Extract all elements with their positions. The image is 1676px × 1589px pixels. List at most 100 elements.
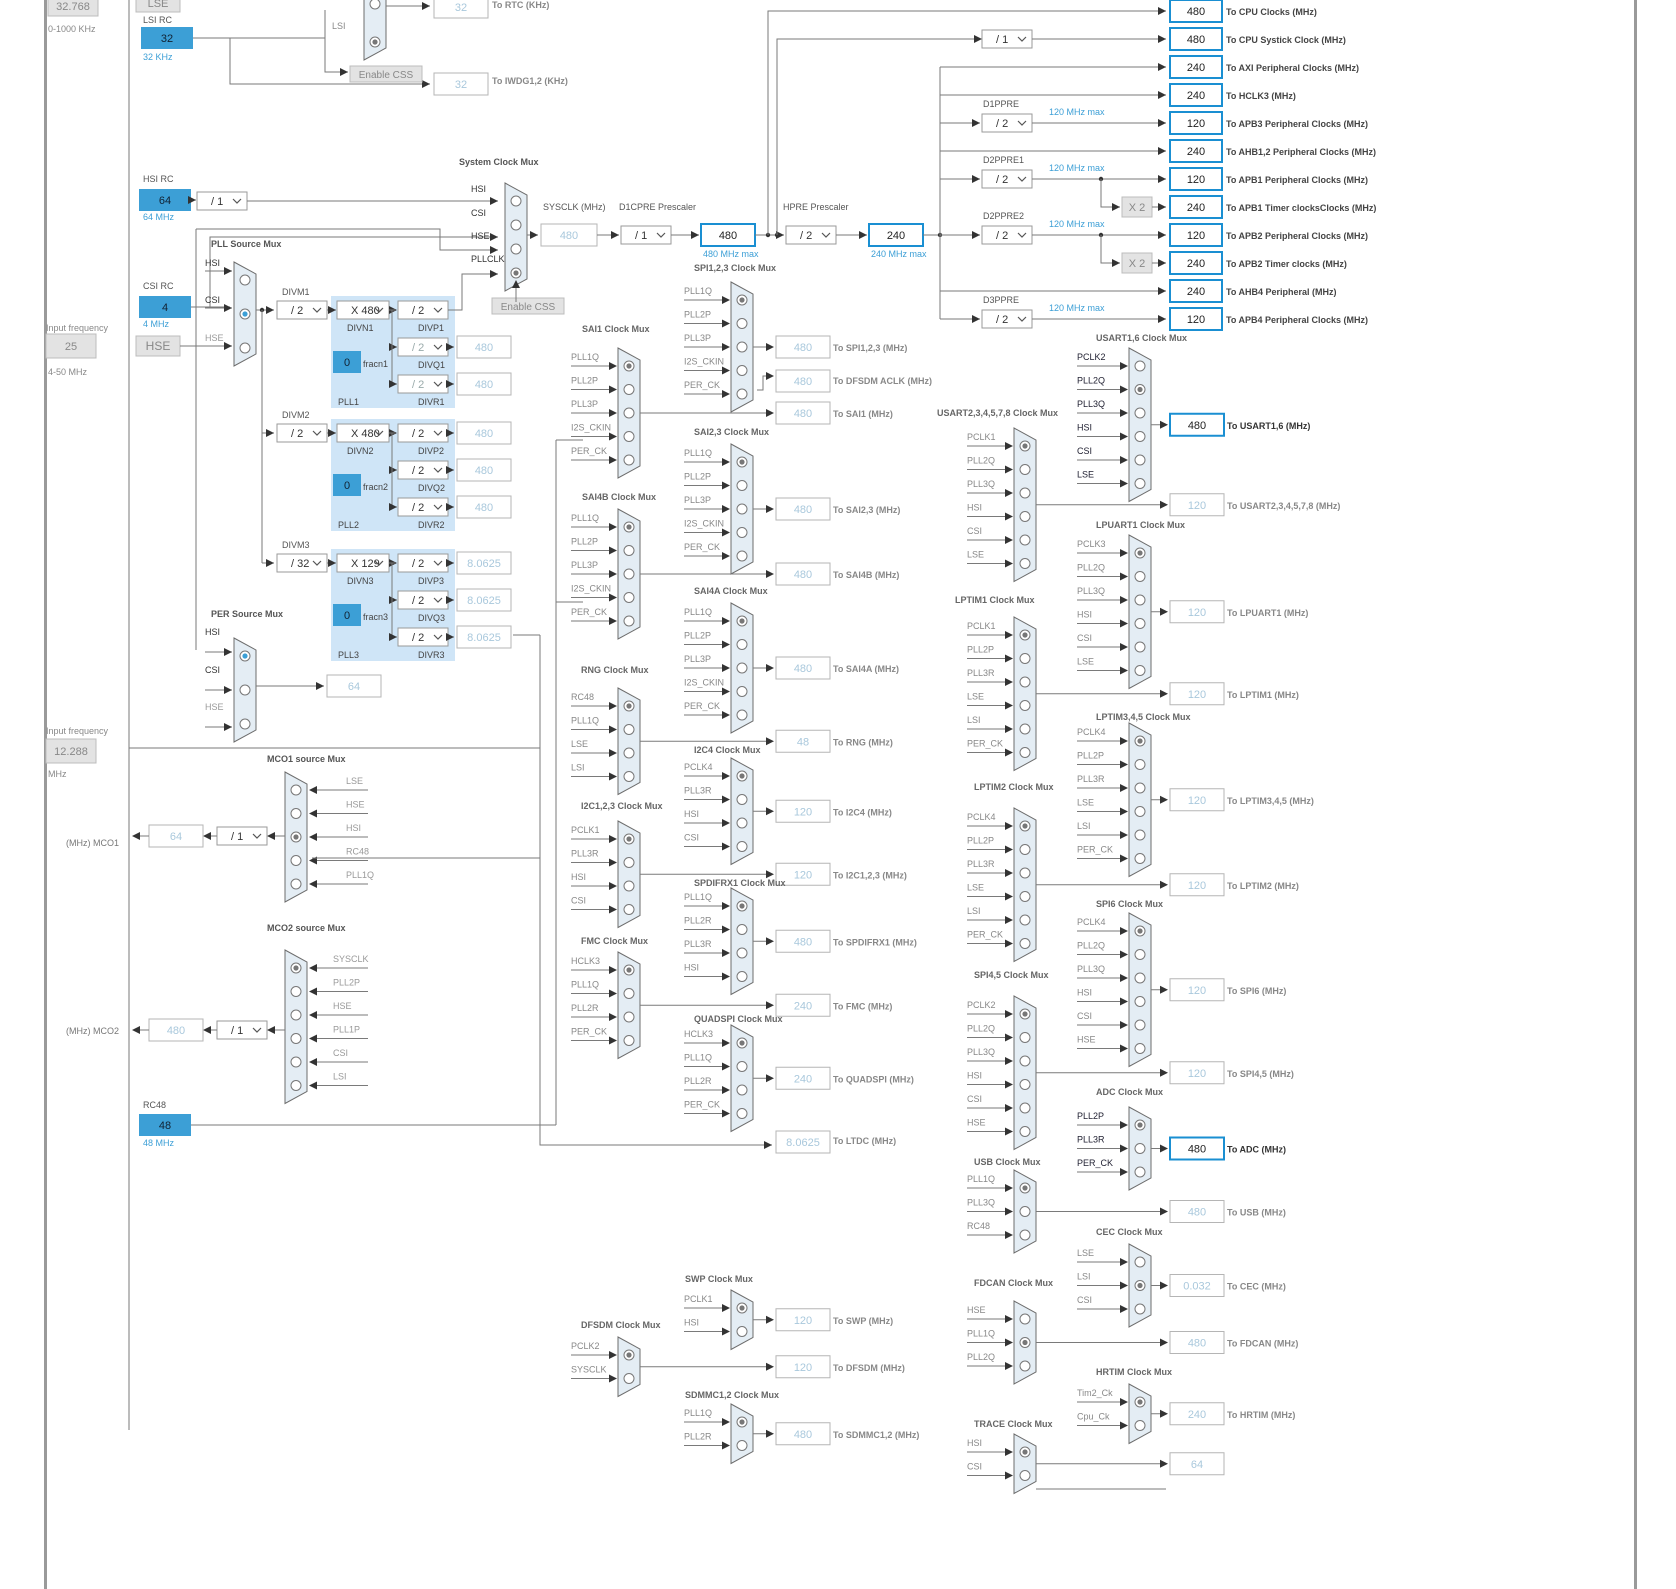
systick-divider-select[interactable]: / 1 [981,29,1033,49]
pll2-divq-select[interactable]: / 2 [397,460,449,480]
bus-output-3[interactable]: 240 [1169,83,1223,107]
csi-rc-source[interactable]: 4 [139,296,191,318]
radio-button[interactable] [1019,1360,1031,1372]
radio-button[interactable] [736,1061,748,1072]
radio-button[interactable] [1134,1256,1146,1268]
pll2-divn-select[interactable]: X 480 [336,423,390,443]
radio-button[interactable] [1019,844,1031,855]
radio-button[interactable] [1134,1420,1146,1431]
radio-button[interactable] [290,1009,302,1021]
timer-x2-multiplier-1[interactable]: X 2 [1121,252,1153,274]
radio-button[interactable] [623,724,635,735]
radio-button[interactable] [1134,665,1146,676]
per-ck-output[interactable]: 64 [326,674,382,698]
timer-x2-multiplier-0[interactable]: X 2 [1121,196,1153,218]
radio-button[interactable] [623,545,635,556]
radio-button[interactable] [736,841,748,852]
radio-button[interactable] [1019,891,1031,902]
lse-source-box[interactable]: LSE [135,0,181,13]
radio-button[interactable] [290,1033,302,1044]
radio-button[interactable] [1134,829,1146,841]
radio-button[interactable] [1134,571,1146,582]
pll2-fracn-input[interactable]: 0 [333,474,361,496]
radio-button[interactable] [736,550,748,562]
pll2-divq-output[interactable]: 480 [456,458,512,482]
radio-button[interactable] [623,771,635,782]
radio-button[interactable] [239,342,251,354]
radio-button[interactable] [290,808,302,819]
radio-button[interactable] [736,503,748,515]
pll1-divm-select[interactable]: / 2 [276,300,328,320]
hclk-value[interactable]: 240 [868,223,924,247]
radio-button[interactable] [623,880,635,892]
radio-button[interactable] [623,904,635,915]
radio-button[interactable] [1019,747,1031,758]
radio-button[interactable] [623,747,635,759]
radio-button[interactable] [1134,806,1146,817]
radio-button[interactable] [623,454,635,466]
radio-button[interactable] [736,365,748,376]
radio-button[interactable] [1019,1470,1031,1481]
radio-button[interactable] [736,1108,748,1119]
bus-output-6[interactable]: 120 [1169,167,1223,191]
pll3-divr-output[interactable]: 8.0625 [456,625,512,649]
radio-button[interactable] [1134,454,1146,466]
pll3-divp-select[interactable]: / 2 [397,553,449,573]
pll1-divr-select[interactable]: / 2 [397,374,449,394]
mux-output-23[interactable]: 480 [1169,412,1225,437]
mux-output-8[interactable]: 120 [775,862,831,886]
radio-button[interactable] [1019,1055,1031,1067]
radio-button[interactable] [1019,1229,1031,1241]
radio-button[interactable] [1019,534,1031,546]
radio-button[interactable] [510,195,522,207]
pll1-divn-select[interactable]: X 480 [336,300,390,320]
radio-button[interactable] [623,1035,635,1046]
bus-prescaler-select-3[interactable]: / 2 [981,309,1033,329]
mux-output-6[interactable]: 48 [775,729,831,753]
radio-button[interactable] [1019,914,1031,926]
radio-button[interactable] [1134,1143,1146,1154]
pll1-divp-select[interactable]: / 2 [397,300,449,320]
pll3-divr-select[interactable]: / 2 [397,627,449,647]
dfsdm-aclk-output[interactable]: 480 [775,369,831,393]
hse-source-box[interactable]: HSE [135,335,181,357]
pll2-divr-output[interactable]: 480 [456,495,512,519]
pll3-divm-select[interactable]: / 32 [276,553,328,573]
mux-output-18[interactable]: 120 [1169,873,1225,897]
radio-button[interactable] [290,855,302,866]
radio-button[interactable] [623,857,635,868]
radio-button[interactable] [623,1011,635,1023]
lsi-rc-source[interactable]: 32 [141,27,193,49]
radio-button[interactable] [736,662,748,674]
pll3-divp-output[interactable]: 8.0625 [456,551,512,575]
radio-button[interactable] [736,971,748,982]
mux-output-0[interactable]: 480 [775,335,831,359]
mux-output-29[interactable]: 240 [1169,1402,1225,1426]
radio-button[interactable] [1019,676,1031,688]
radio-button[interactable] [1019,867,1031,879]
radio-button[interactable] [736,341,748,353]
radio-button[interactable] [736,709,748,721]
radio-button[interactable] [1019,1032,1031,1043]
radio-button[interactable] [736,794,748,805]
pll1-divq-select[interactable]: / 2 [397,337,449,357]
mux-output-13[interactable]: 120 [775,1308,831,1332]
pll1-divq-output[interactable]: 480 [456,335,512,359]
mux-output-4[interactable]: 480 [775,562,831,586]
d1cpre-select[interactable]: / 1 [620,225,672,245]
radio-button[interactable] [736,1326,748,1337]
radio-button[interactable] [623,407,635,419]
mux-output-22[interactable]: 64 [1169,1452,1225,1476]
mux-output-26[interactable]: 120 [1169,978,1225,1002]
bus-output-5[interactable]: 240 [1169,139,1223,163]
lse-enable-css-button[interactable]: Enable CSS [349,65,423,83]
radio-button[interactable] [1019,464,1031,475]
radio-button[interactable] [290,784,302,796]
radio-button[interactable] [290,1056,302,1068]
radio-button[interactable] [1134,407,1146,419]
mux-output-2[interactable]: 480 [775,401,831,425]
radio-button[interactable] [510,243,522,255]
sysclk-value[interactable]: 480 [540,223,598,247]
bus-prescaler-select-2[interactable]: / 2 [981,225,1033,245]
radio-button[interactable] [736,388,748,400]
